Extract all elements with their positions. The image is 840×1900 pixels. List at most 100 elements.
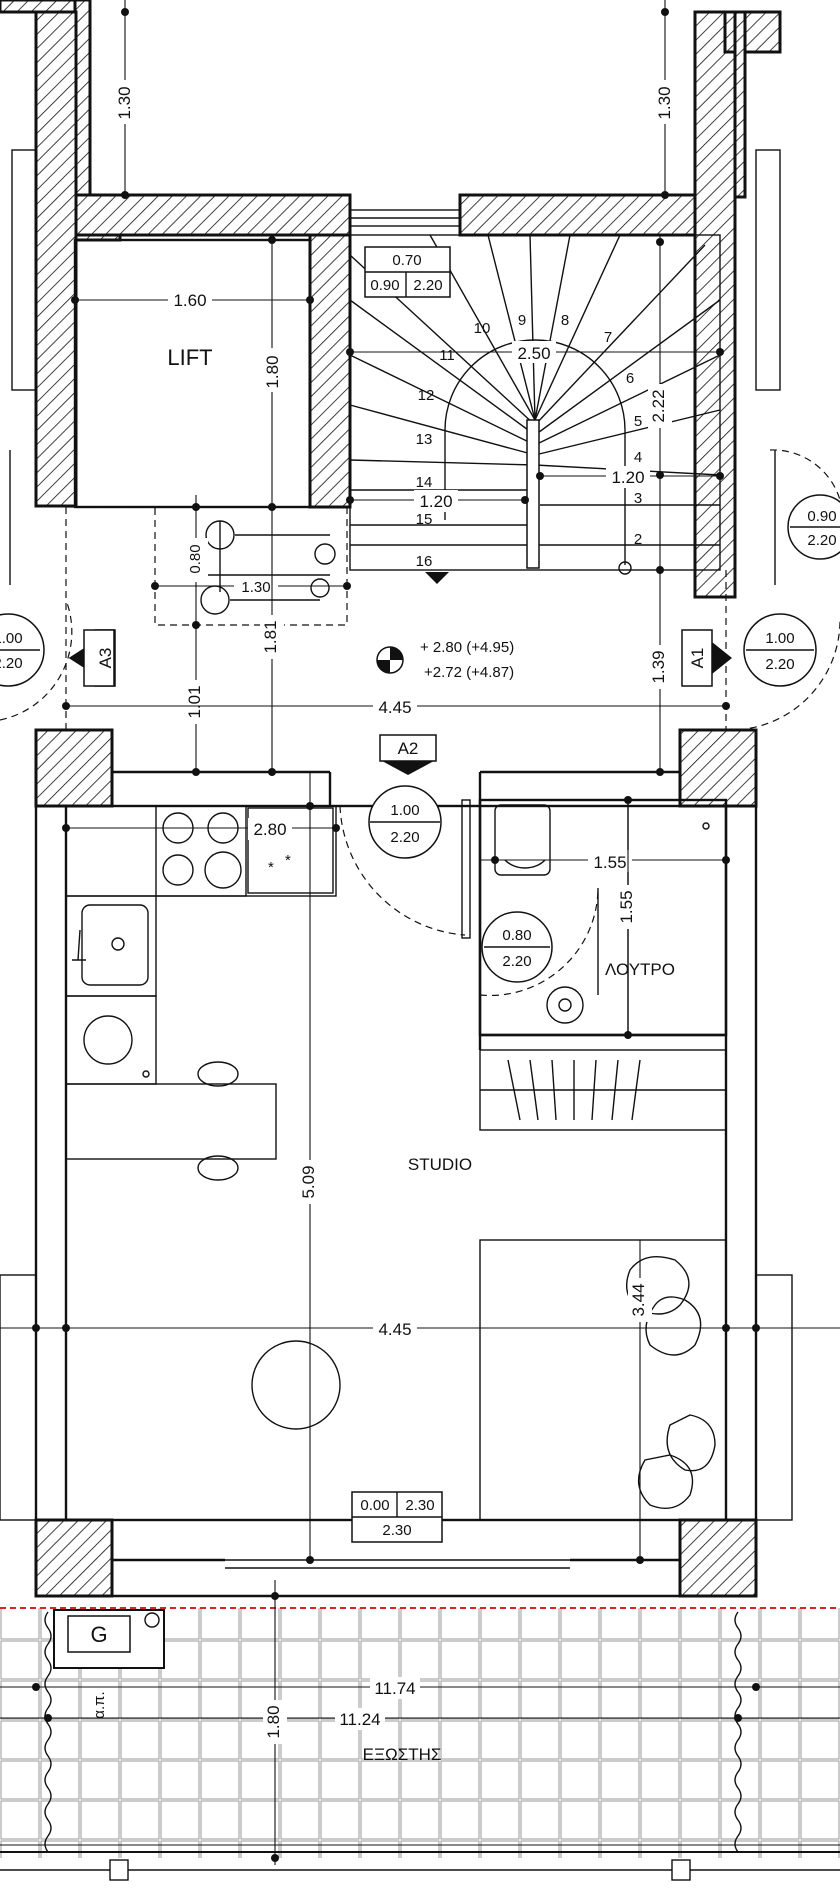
stair-landing-dim: 1.20 (611, 468, 644, 487)
gas-symbol: G (53, 1609, 165, 1669)
east-upper-door-swing (769, 449, 840, 501)
balcony-label: ΕΞΩΣΤΗΣ (363, 1745, 442, 1764)
svg-text:+2.72 (+4.87): +2.72 (+4.87) (424, 664, 514, 681)
balcony-wave-left (44, 1611, 52, 1853)
svg-text:11: 11 (439, 347, 455, 364)
wheelchair-symbol (200, 520, 336, 615)
svg-text:2.30: 2.30 (405, 1497, 434, 1514)
svg-text:*: * (268, 859, 274, 876)
studio-depth-dim: 5.09 (299, 1165, 318, 1198)
stair-well (349, 234, 721, 571)
window-tag-bottom: 0.00 2.30 2.30 (351, 1491, 443, 1543)
balcony-depth-dim: 1.80 (264, 1705, 283, 1738)
stair-walkline (444, 339, 626, 565)
svg-text:G: G (90, 1622, 107, 1647)
stair-depth-dim: 2.22 (649, 389, 668, 422)
stair-arrow (425, 572, 449, 584)
svg-text:5: 5 (634, 413, 642, 430)
svg-text:*: * (285, 852, 291, 869)
wheelchair-width-dim: 0.80 (187, 544, 204, 573)
svg-text:6: 6 (626, 370, 634, 387)
bath-width-dim: 1.55 (593, 853, 626, 872)
bed (479, 1239, 727, 1521)
svg-text:12: 12 (418, 387, 435, 404)
lift-depth-dim: 1.80 (263, 355, 282, 388)
svg-text:0.80: 0.80 (502, 927, 531, 944)
wheelchair-depth-dim: 1.30 (241, 579, 270, 596)
svg-text:2.20: 2.20 (807, 532, 836, 549)
west-door-swing (0, 599, 73, 721)
svg-text:13: 13 (416, 431, 433, 448)
svg-text:2.20: 2.20 (390, 829, 419, 846)
balcony-outer-dim: 11.74 (374, 1679, 415, 1698)
svg-text:2.20: 2.20 (413, 277, 442, 294)
bath-label: ΛΟΥΤΡΟ (605, 960, 675, 979)
svg-text:0.70: 0.70 (392, 252, 421, 269)
section-marker-a3: A3 (68, 629, 116, 687)
svg-text:15: 15 (416, 511, 433, 528)
svg-text:9: 9 (518, 312, 526, 329)
svg-text:1.00: 1.00 (765, 630, 794, 647)
svg-text:A1: A1 (688, 648, 707, 669)
level-marker: + 2.80 (+4.95) +2.72 (+4.87) (376, 639, 514, 681)
kitchen (65, 805, 337, 1181)
svg-text:1.00: 1.00 (390, 802, 419, 819)
svg-text:4: 4 (634, 449, 642, 466)
top-right-height-dim: 1.30 (655, 86, 674, 119)
dining-table (251, 1340, 341, 1430)
stair-landing-dim-2: 1.20 (419, 492, 452, 511)
entrance-door-leaf (461, 799, 471, 939)
entrance-door-swing (339, 805, 466, 936)
corridor-outline (65, 506, 727, 731)
svg-text:2.20: 2.20 (502, 953, 531, 970)
svg-text:0.90: 0.90 (370, 277, 399, 294)
bath-depth-dim: 1.55 (617, 890, 636, 923)
svg-text:A2: A2 (398, 739, 419, 758)
lift-width-dim: 1.60 (173, 291, 206, 310)
svg-text:3: 3 (634, 490, 642, 507)
svg-text:+ 2.80 (+4.95): + 2.80 (+4.95) (420, 639, 514, 656)
top-left-height-dim: 1.30 (115, 86, 134, 119)
svg-text:2: 2 (634, 531, 642, 548)
svg-text:1.00: 1.00 (0, 630, 23, 647)
svg-text:7: 7 (604, 329, 612, 346)
bed-length-dim: 3.44 (629, 1283, 648, 1316)
corridor-right-dim: 1.39 (649, 650, 668, 683)
door-tag-east: 1.00 2.20 (743, 613, 817, 687)
corridor-left-dim: 1.01 (185, 685, 204, 718)
stair-width-dim: 2.50 (517, 344, 550, 363)
door-tag-entrance: 1.00 2.20 (368, 785, 442, 859)
section-marker-a2: A2 (379, 734, 437, 775)
svg-text:2.30: 2.30 (382, 1522, 411, 1539)
svg-text:0.00: 0.00 (360, 1497, 389, 1514)
corridor-width-dim: 4.45 (378, 698, 411, 717)
stair-step-numbers: 2 3 4 5 6 7 8 9 10 11 12 13 14 15 16 (416, 312, 643, 570)
kitchen-counter-dim: 2.80 (253, 820, 286, 839)
balcony-inner-dim: 11.24 (339, 1710, 380, 1729)
corridor-depth-dim: 1.81 (261, 620, 280, 653)
svg-text:A3: A3 (96, 648, 115, 669)
svg-text:16: 16 (416, 553, 433, 570)
window-tag-top: 0.70 0.90 2.20 (364, 246, 451, 298)
svg-text:14: 14 (416, 474, 433, 491)
balcony-wave-right (734, 1611, 742, 1853)
svg-text:2.20: 2.20 (0, 655, 23, 672)
svg-text:8: 8 (561, 312, 569, 329)
door-tag-west: 1.00 2.20 (0, 613, 45, 687)
stair-handrail (526, 419, 540, 569)
svg-text:2.20: 2.20 (765, 656, 794, 673)
ap-label: α.π. (91, 1691, 108, 1718)
section-marker-a1: A1 (681, 629, 732, 687)
studio-width-dim: 4.45 (378, 1320, 411, 1339)
wardrobe (479, 1049, 727, 1131)
studio-label: STUDIO (408, 1155, 472, 1174)
door-tag-bathroom: 0.80 2.20 (481, 911, 553, 983)
svg-text:10: 10 (474, 320, 491, 337)
door-tag-east-upper: 0.90 2.20 (787, 494, 840, 560)
lift-label: LIFT (167, 345, 212, 370)
east-door-swing (725, 619, 840, 731)
svg-text:0.90: 0.90 (807, 508, 836, 525)
bath-door-swing (479, 887, 599, 997)
wheelchair-space (154, 506, 348, 626)
